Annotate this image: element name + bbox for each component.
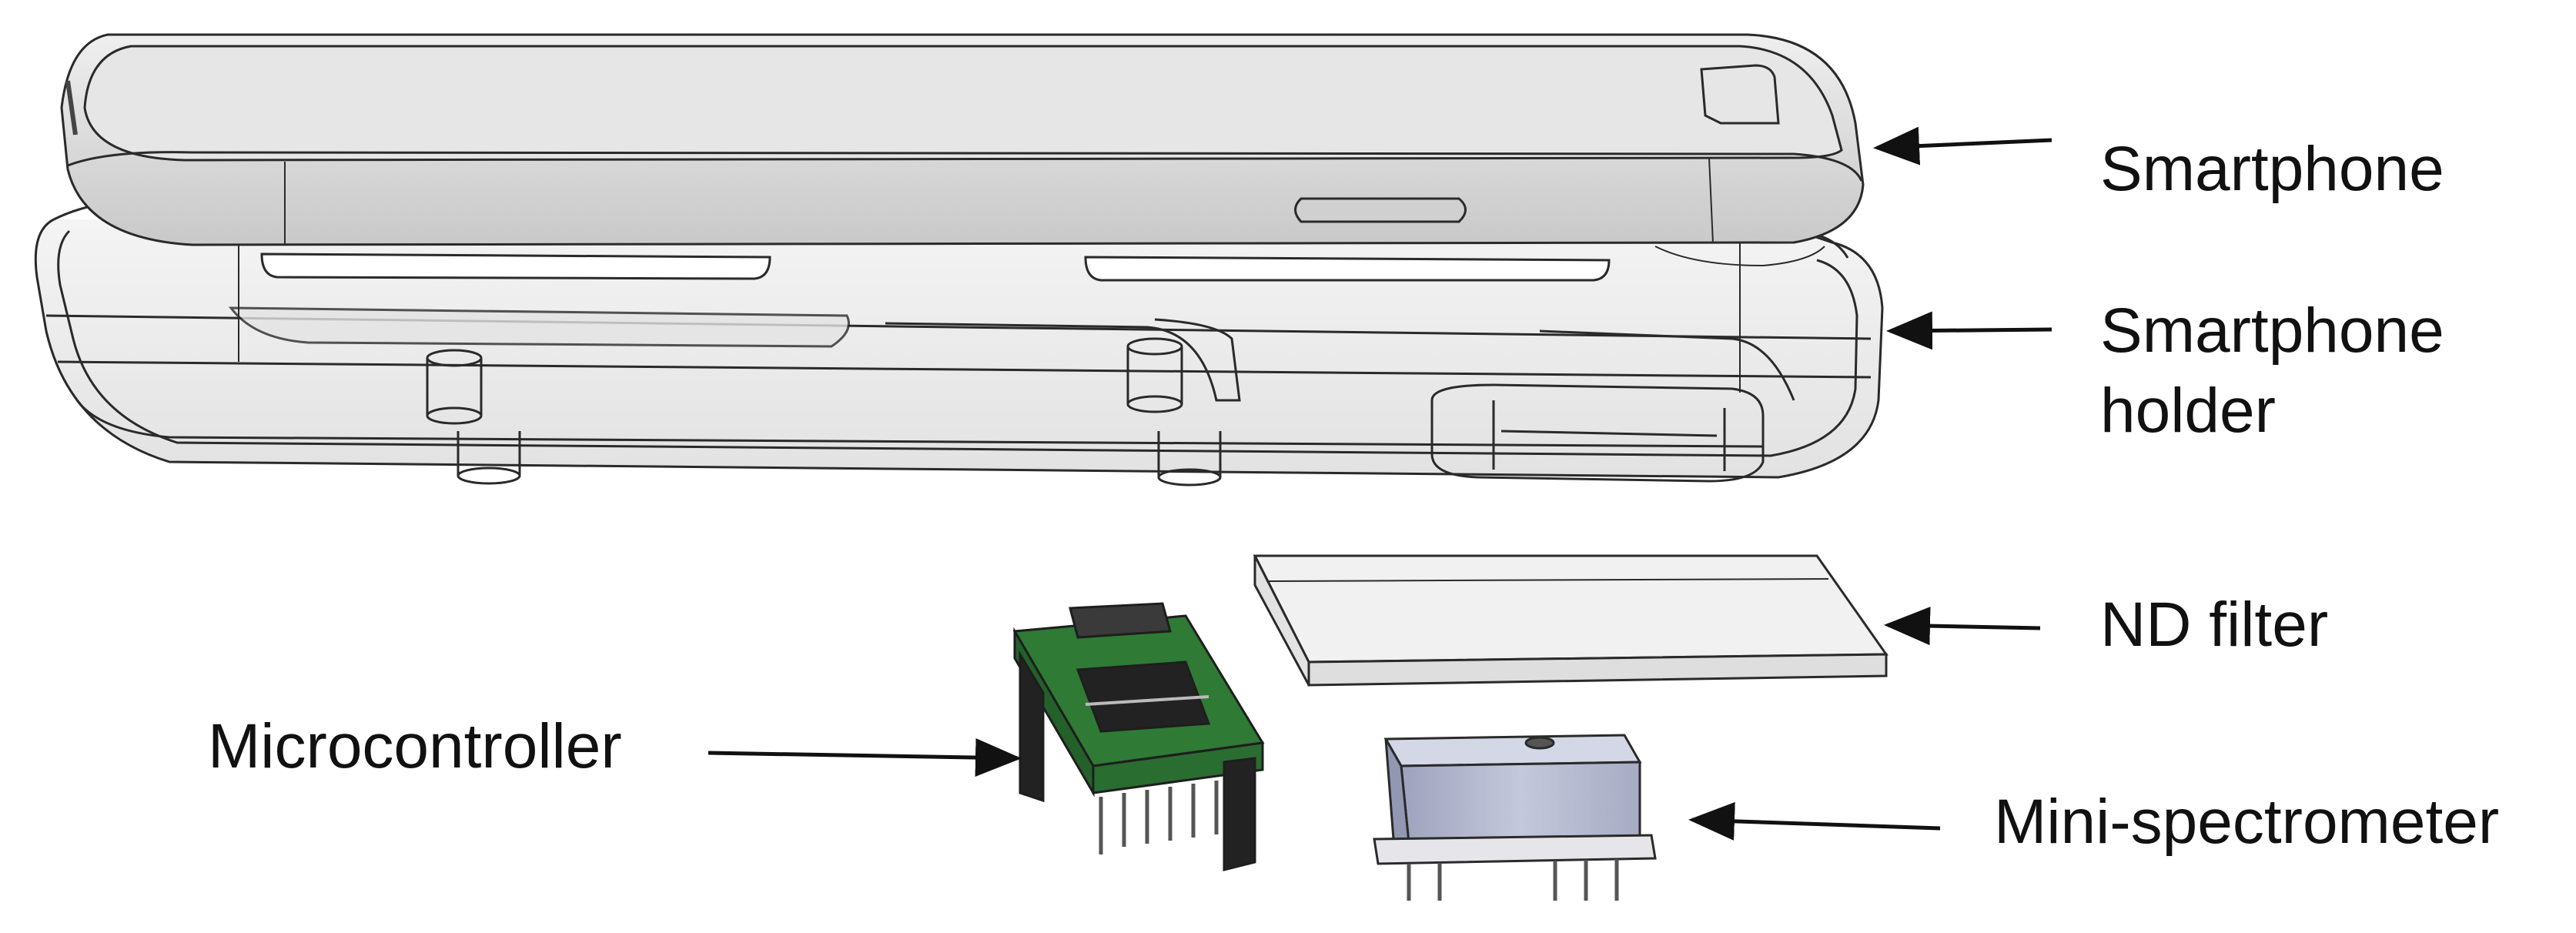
smartphone-holder	[34, 198, 1884, 487]
arrow-smartphone	[1873, 126, 2052, 166]
spectrometer-pins	[1407, 859, 1619, 901]
arrow-mini-spectrometer	[1688, 801, 1941, 841]
label-nd-filter: ND filter	[2100, 590, 2329, 660]
label-smartphone-holder-line2: holder	[2100, 376, 2276, 446]
arrow-nd-filter	[1884, 607, 2041, 646]
label-mini-spectrometer: Mini-spectrometer	[1994, 787, 2500, 857]
label-smartphone: Smartphone	[2100, 134, 2444, 204]
label-smartphone-holder-line1: Smartphone	[2100, 296, 2444, 366]
arrow-microcontroller	[708, 738, 1022, 778]
mini-spectrometer	[1373, 734, 1657, 901]
microcontroller	[1012, 602, 1265, 871]
arrow-smartphone-holder	[1886, 311, 2052, 350]
smartphone	[60, 33, 1865, 282]
callout-arrows	[708, 126, 2052, 841]
microcontroller-pins	[1099, 781, 1219, 854]
label-microcontroller: Microcontroller	[208, 711, 622, 781]
nd-filter	[1253, 554, 1889, 687]
